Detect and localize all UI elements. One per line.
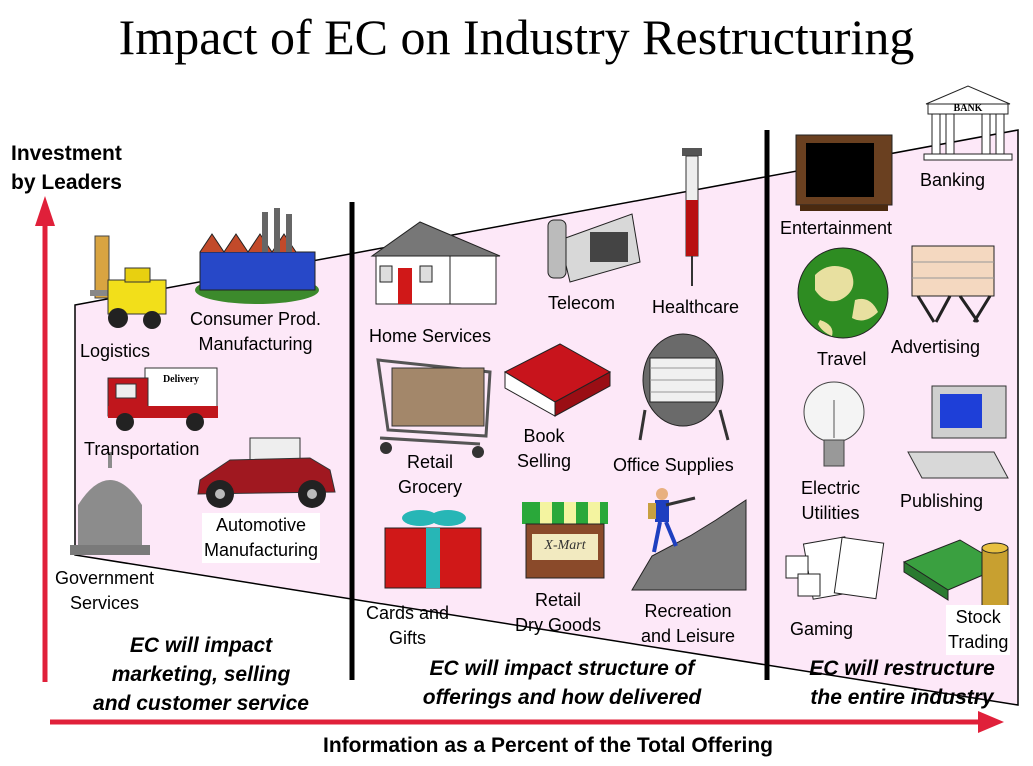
delivery-truck-icon — [107, 367, 218, 431]
label-government-services: Government Services — [55, 568, 155, 613]
store-sign-text: X-Mart — [544, 538, 586, 553]
storefront-icon — [522, 502, 608, 579]
y-axis-arrow — [35, 196, 55, 682]
shopping-cart-icon — [376, 358, 492, 458]
label-automotive-manufacturing: Automotive Manufacturing — [202, 513, 321, 563]
gift-box-icon — [384, 510, 482, 589]
vintage-car-icon — [197, 437, 336, 508]
billboard-icon — [911, 245, 995, 323]
label-consumer-manufacturing: Consumer Prod. Manufacturing — [190, 309, 322, 354]
television-icon — [795, 134, 893, 211]
label-retail-dry-goods: Retail Dry Goods — [515, 590, 602, 635]
label-recreation-and-leisure: Recreation and Leisure — [641, 601, 736, 646]
bank-building-icon — [923, 85, 1013, 161]
label-electric-utilities: Electric Utilities — [801, 478, 861, 523]
x-axis-arrow — [50, 711, 1004, 733]
label-banking: Banking — [920, 170, 986, 190]
forklift-icon — [90, 235, 167, 329]
x-axis-label: Information as a Percent of the Total Of… — [323, 734, 773, 757]
label-cards-and-gifts: Cards and Gifts — [366, 603, 450, 648]
zone1-conclusion: EC will impact marketing, selling and cu… — [93, 634, 309, 715]
rolodex-icon — [638, 333, 730, 441]
label-stock-trading: Stock Trading — [946, 605, 1011, 655]
light-bulb-icon — [803, 381, 865, 467]
label-healthcare: Healthcare — [652, 297, 740, 317]
label-logistics: Logistics — [80, 341, 151, 361]
label-retail-grocery: Retail Grocery — [398, 452, 463, 497]
label-transportation: Transportation — [84, 439, 200, 459]
label-entertainment: Entertainment — [780, 218, 893, 238]
capitol-building-icon — [70, 452, 150, 555]
label-book-selling: Book Selling — [517, 426, 572, 471]
zone3-conclusion: EC will restructure the entire industry — [809, 657, 995, 709]
mountain-climber-icon — [631, 488, 747, 591]
label-travel: Travel — [817, 349, 867, 369]
computer-icon — [907, 385, 1009, 479]
label-advertising: Advertising — [891, 337, 981, 357]
zone2-conclusion: EC will impact structure of offerings an… — [422, 657, 702, 709]
label-publishing: Publishing — [900, 491, 984, 511]
book-icon — [503, 343, 612, 417]
y-axis-label: Investment by Leaders — [11, 142, 122, 194]
globe-icon — [797, 247, 889, 339]
label-home-services: Home Services — [369, 326, 492, 346]
playing-cards-icon — [785, 536, 885, 600]
bank-sign-text: BANK — [953, 103, 983, 114]
factory-icon — [195, 208, 319, 304]
money-stack-icon — [902, 539, 1009, 609]
house-icon — [370, 221, 501, 305]
label-office-supplies: Office Supplies — [613, 455, 734, 475]
page-title: Impact of EC on Industry Restructuring — [118, 9, 915, 65]
label-gaming: Gaming — [790, 619, 854, 639]
truck-sign-text: Delivery — [162, 374, 200, 385]
label-telecom: Telecom — [548, 293, 616, 313]
telephone-icon — [547, 213, 641, 283]
syringe-icon — [682, 148, 702, 286]
